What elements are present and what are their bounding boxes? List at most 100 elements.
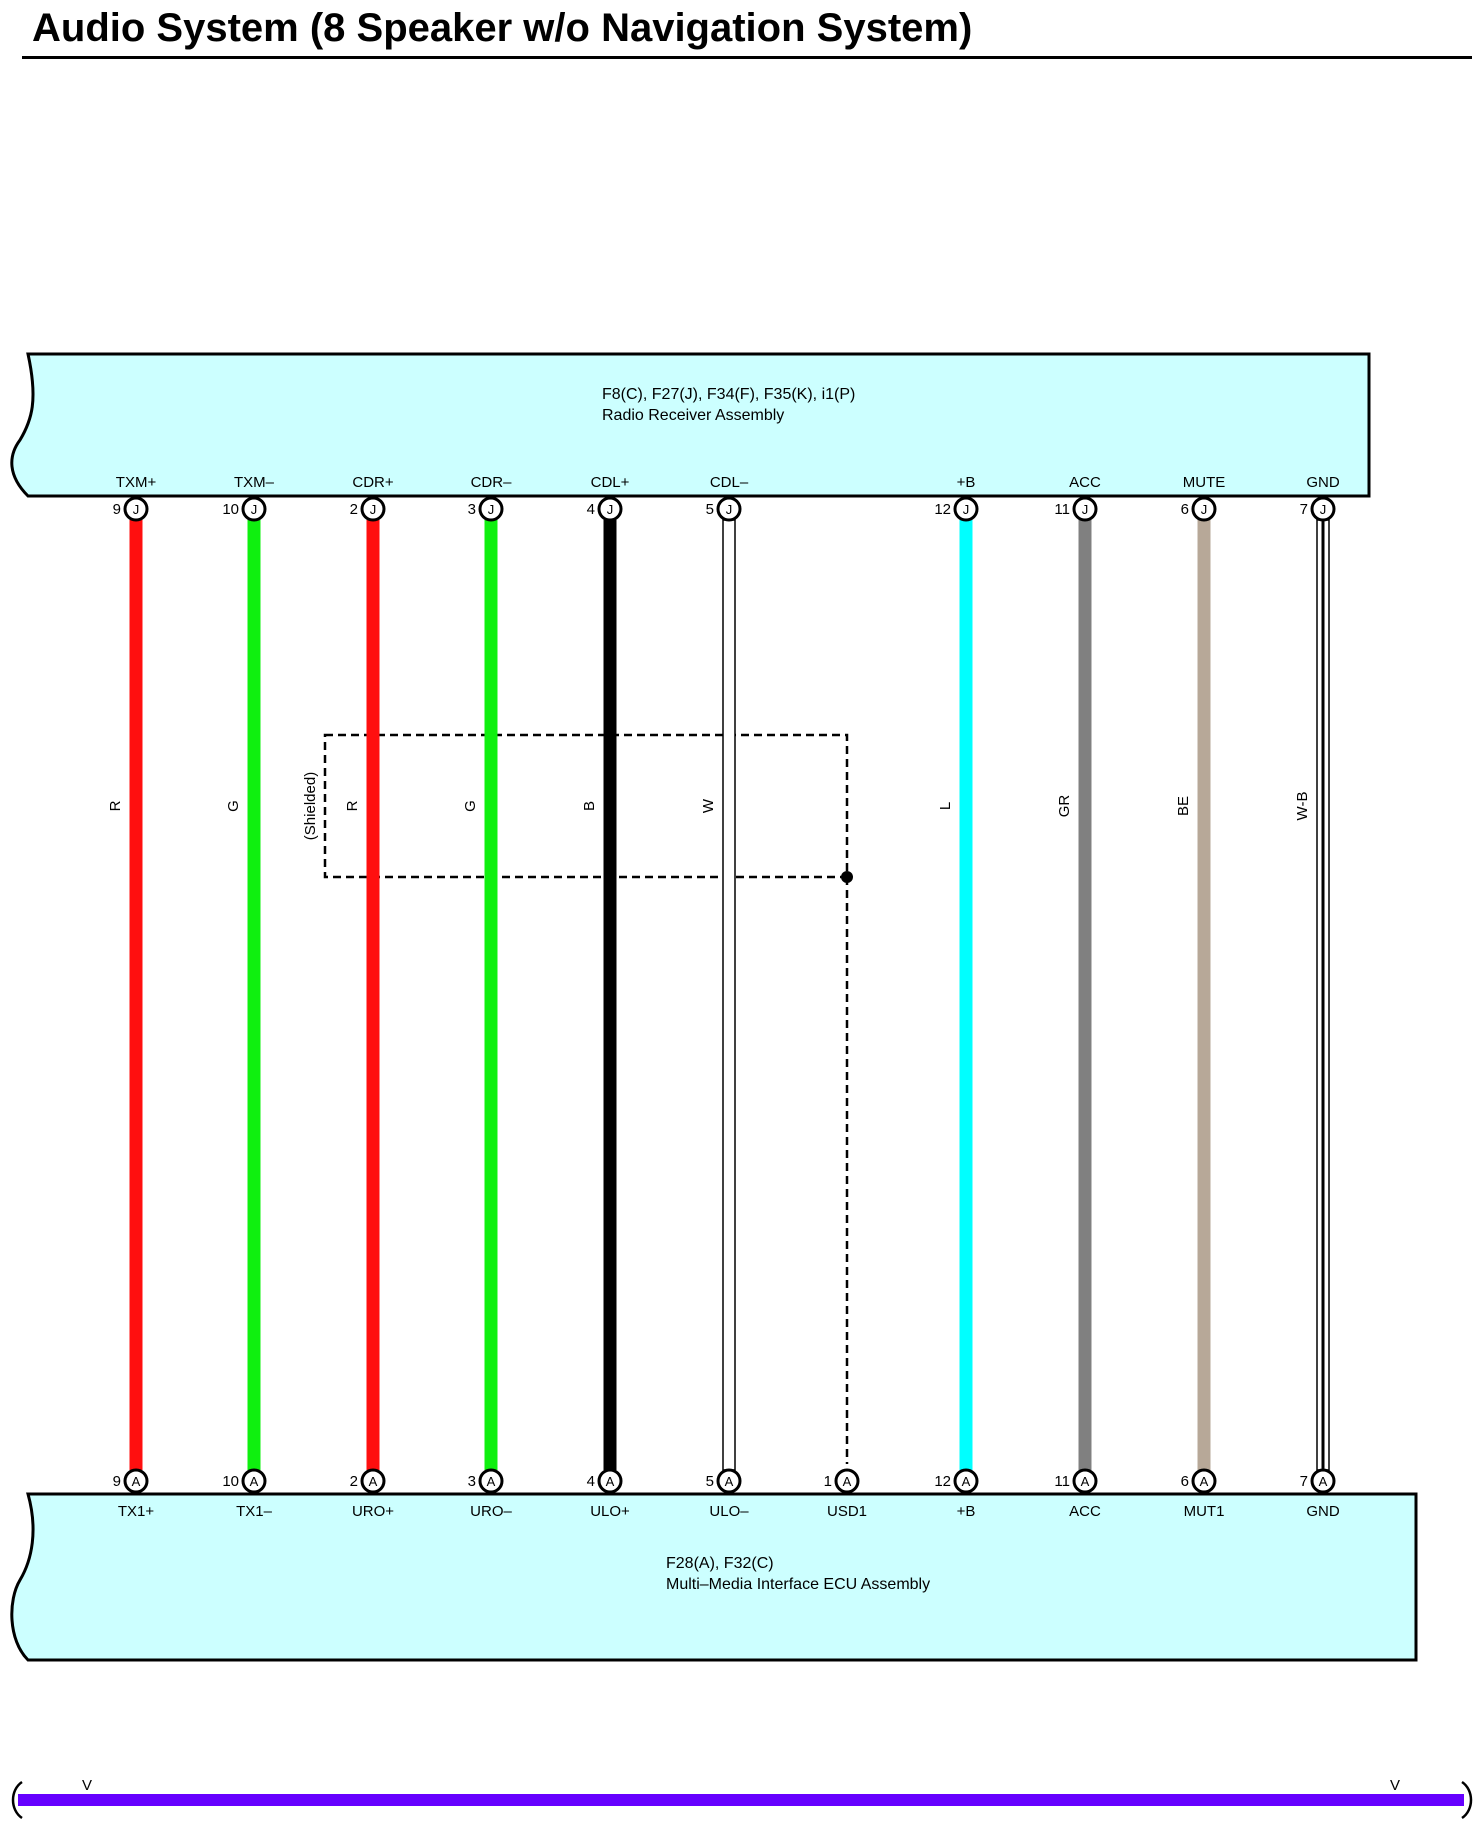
pin-number: 3: [468, 1473, 476, 1490]
bus-bar: [18, 1794, 1464, 1806]
wires-layer: RJ9TXM+A9TX1+GJ10TXM–A10TX1–RJ2CDR+A2URO…: [107, 474, 1340, 1520]
pin-number: 5: [706, 1473, 714, 1490]
page-title: Audio System (8 Speaker w/o Navigation S…: [32, 6, 973, 50]
wire-color-label: W: [700, 798, 717, 813]
terminal-top: [716, 496, 742, 522]
connector-letter: J: [133, 502, 140, 517]
pin-number: 10: [222, 501, 239, 518]
terminal-bottom: [241, 1468, 267, 1494]
terminal-bottom: [478, 1468, 504, 1494]
terminal-top: [360, 496, 386, 522]
terminal-bottom: [360, 1468, 386, 1494]
terminal-name: TXM–: [234, 474, 275, 491]
bus-mark-right: V: [1390, 1777, 1400, 1794]
terminal-top: [241, 496, 267, 522]
radio-receiver-name: Radio Receiver Assembly: [602, 407, 784, 424]
pin-number: 12: [934, 1473, 951, 1490]
terminal-bottom: [953, 1468, 979, 1494]
terminal-top: [1191, 496, 1217, 522]
wire-color-label: GR: [1056, 795, 1073, 818]
shield-boundary: [323, 733, 849, 879]
terminal-name: CDL+: [591, 474, 630, 491]
wire-color-label: L: [937, 802, 954, 810]
mmi-ecu-name: Multi–Media Interface ECU Assembly: [666, 1576, 930, 1593]
connector-letter: A: [1200, 1474, 1209, 1489]
wire-color-label: G: [225, 800, 242, 812]
connector-letter: A: [962, 1474, 971, 1489]
pin-number: 11: [1054, 1473, 1070, 1490]
pin-number: 9: [113, 1473, 121, 1490]
connector-letter: A: [725, 1474, 734, 1489]
terminal-name: ACC: [1069, 474, 1101, 491]
terminal-name: +B: [957, 474, 976, 491]
terminal-bottom: [1072, 1468, 1098, 1494]
connector-letter: A: [843, 1474, 852, 1489]
wire-color-label: BE: [1175, 796, 1192, 816]
wire-color-label: W-B: [1294, 792, 1311, 821]
pin-number: 1: [824, 1473, 832, 1490]
pin-number: 4: [587, 1473, 595, 1490]
connector-letter: J: [251, 502, 258, 517]
terminal-name: TXM+: [116, 474, 157, 491]
pin-number: 11: [1054, 501, 1070, 518]
pin-number: 2: [350, 1473, 358, 1490]
pin-number: 9: [113, 501, 121, 518]
pin-number: 12: [934, 501, 951, 518]
terminal-name: MUT1: [1184, 1503, 1225, 1520]
terminal-name: +B: [957, 1503, 976, 1520]
terminal-name: URO–: [470, 1503, 512, 1520]
connector-letter: J: [1082, 502, 1089, 517]
terminal-top: [953, 496, 979, 522]
terminal-name: USD1: [827, 1503, 867, 1520]
terminal-bottom: [1310, 1468, 1336, 1494]
terminal-bottom: [1191, 1468, 1217, 1494]
title-rule: [22, 56, 1472, 59]
connector-letter: A: [606, 1474, 615, 1489]
wire-color-label: G: [462, 800, 479, 812]
bus-right-bracket: [1461, 1780, 1473, 1820]
wire-color-label: B: [581, 801, 598, 811]
pin-number: 10: [222, 1473, 239, 1490]
connector-letter: A: [1081, 1474, 1090, 1489]
terminal-name: GND: [1306, 474, 1340, 491]
connector-letter: J: [370, 502, 377, 517]
terminal-name: ACC: [1069, 1503, 1101, 1520]
mmi-ecu-connectors: F28(A), F32(C): [666, 1555, 774, 1572]
bus-left-bracket: [11, 1780, 23, 1820]
terminal-top: [1072, 496, 1098, 522]
terminal-name: TX1–: [236, 1503, 273, 1520]
connector-letter: J: [488, 502, 495, 517]
terminal-bottom: [597, 1468, 623, 1494]
mmi-ecu-box: [10, 1492, 1418, 1662]
terminal-name: ULO–: [709, 1503, 749, 1520]
terminal-name: CDR+: [352, 474, 393, 491]
terminal-top: [123, 496, 149, 522]
terminal-name: CDR–: [471, 474, 512, 491]
pin-number: 7: [1300, 501, 1308, 518]
terminal-bottom: [716, 1468, 742, 1494]
pin-number: 5: [706, 501, 714, 518]
bus-mark-left: V: [82, 1777, 92, 1794]
terminal-name: CDL–: [710, 474, 749, 491]
connector-letter: J: [1320, 502, 1327, 517]
terminal-top: [478, 496, 504, 522]
terminal-top: [597, 496, 623, 522]
radio-receiver-box: [10, 352, 1371, 498]
terminal-bottom: [834, 1468, 860, 1494]
connector-letter: J: [963, 502, 970, 517]
connector-letter: J: [726, 502, 733, 517]
connector-letter: A: [1319, 1474, 1328, 1489]
wire-color-label: R: [107, 800, 124, 811]
connector-letter: A: [250, 1474, 259, 1489]
wire-color-label: R: [344, 800, 361, 811]
shield-label: (Shielded): [302, 772, 319, 840]
pin-number: 2: [350, 501, 358, 518]
connector-letter: A: [369, 1474, 378, 1489]
terminal-name: ULO+: [590, 1503, 630, 1520]
wire-cdl–: [722, 519, 736, 1471]
radio-receiver-connectors: F8(C), F27(J), F34(F), F35(K), i1(P): [602, 386, 855, 403]
connector-letter: J: [1201, 502, 1208, 517]
terminal-name: MUTE: [1183, 474, 1226, 491]
terminal-name: TX1+: [118, 1503, 155, 1520]
